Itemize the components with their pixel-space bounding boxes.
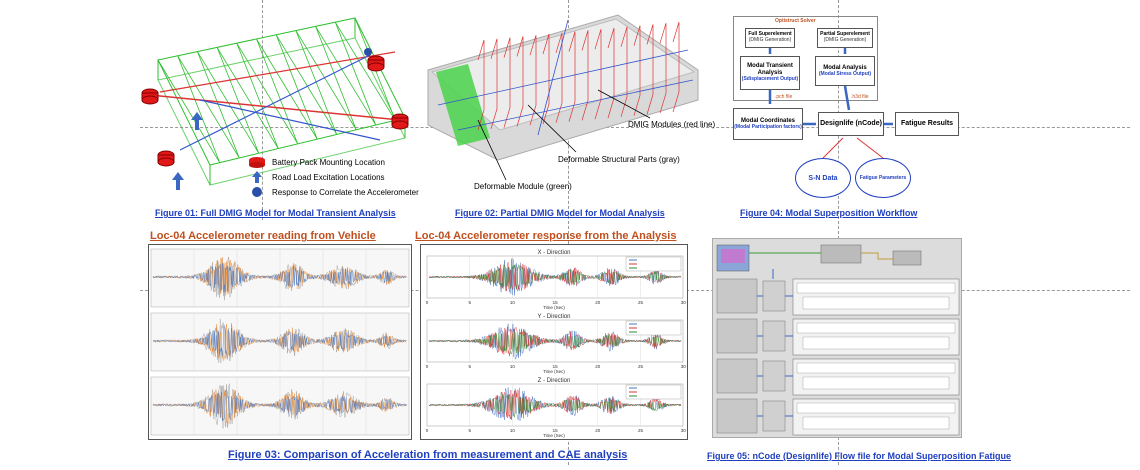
guide-line-v1 [262,0,263,220]
vehicle-plots-panel [148,244,412,440]
label-dmig-modules: DMIG Modules (red line) [628,120,716,129]
fatigue-results-box: Fatigue Results [895,112,959,136]
x-tick-label: 0 [426,428,429,433]
x-tick-label: 25 [638,428,644,433]
x-tick-label: 10 [510,428,516,433]
figure-01: Battery Pack Mounting Location Road Load… [140,0,420,225]
modal-transient-sub: (Sdisplacement Output) [741,76,799,83]
modal-coords-title: Modal Coordinates [740,117,795,124]
x-tick-label: 30 [681,428,687,433]
x-tick-label: 30 [681,300,687,305]
modal-analysis-title: Modal Analysis [823,64,867,71]
full-dmig-model-drawing [141,17,409,190]
modal-transient-box: Modal Transient Analysis (Sdisplacement … [740,56,800,90]
x-tick-label: 15 [553,364,559,369]
response-dot-icon [252,187,262,197]
figure-01-caption: Figure 01: Full DMIG Model for Modal Tra… [155,208,396,218]
x-axis-label: Time (Sec) [543,433,565,438]
x-tick-label: 25 [638,300,644,305]
optistruct-solver-label: Optistruct Solver [775,18,816,24]
modal-transient-title: Modal Transient Analysis [747,63,793,77]
guide-line-v2 [568,0,569,465]
guide-line-v3 [838,0,839,465]
designlife-label: Designlife (nCode) [820,119,882,127]
legend-label-excitation: Road Load Excitation Locations [272,173,385,182]
battery-pack-mount-icon [249,157,265,168]
x-axis-label: Time (Sec) [543,305,565,310]
fatigue-results-label: Fatigue Results [900,119,954,127]
x-tick-label: 20 [595,300,601,305]
figure-04-caption: Figure 04: Modal Superposition Workflow [740,208,918,218]
modal-coords-sub: (Modal Participation factors) [734,123,802,130]
figure-02 [418,10,708,210]
pch-file-label: .pch file [775,94,793,100]
guide-line-top [140,127,1130,128]
label-structural-parts: Deformable Structural Parts (gray) [558,155,680,164]
direction-label: Y - Direction [538,314,571,320]
vehicle-reading-title: Loc-04 Accelerometer reading from Vehicl… [150,230,376,242]
full-se-sub: (DMIG Generation) [748,37,792,43]
x-tick-label: 10 [510,300,516,305]
vehicle-accel-plots [150,248,410,436]
analysis-response-title: Loc-04 Accelerometer response from the A… [415,230,677,242]
x-tick-label: 0 [426,364,429,369]
partial-superelement-box: Partial Superelement (DMIG Generation) [817,28,873,48]
figure-05-caption: Figure 05: nCode (Designlife) Flow file … [707,451,1012,461]
sn-data-oval: S-N Data [795,158,851,198]
legend-label-mount: Battery Pack Mounting Location [272,158,385,167]
x-axis-label: Time (Sec) [543,369,565,374]
x-tick-label: 30 [681,364,687,369]
full-se-title: Full Superelement [748,31,792,38]
label-deformable-module: Deformable Module (green) [474,182,572,191]
workflow-arrows [768,48,893,159]
sn-data-label: S-N Data [808,174,838,182]
partial-se-sub: (DMIG Generation) [823,37,867,43]
x-tick-label: 20 [595,364,601,369]
fatigue-parameters-oval: Fatigue Parameters [855,158,911,198]
direction-label: X - Direction [537,250,570,256]
partial-dmig-model-drawing [427,14,699,181]
figure-05-flowfile [712,238,962,438]
x-tick-label: 5 [468,364,471,369]
figure-02-caption: Figure 02: Partial DMIG Model for Modal … [455,208,665,218]
x-tick-label: 20 [595,428,601,433]
x-tick-label: 25 [638,364,644,369]
direction-label: Z - Direction [538,378,571,384]
x-tick-label: 5 [468,428,471,433]
ncode-flow-diagram [716,244,960,436]
modal-coordinates-box: Modal Coordinates (Modal Participation f… [733,108,803,140]
x-tick-label: 15 [553,300,559,305]
x-tick-label: 15 [553,428,559,433]
optistruct-solver-frame [733,16,878,101]
figure-03-caption: Figure 03: Comparison of Acceleration fr… [228,449,628,461]
full-superelement-box: Full Superelement (DMIG Generation) [745,28,795,48]
x-tick-label: 10 [510,364,516,369]
excitation-arrow-icon [252,171,262,183]
partial-se-title: Partial Superelement [820,31,870,38]
h3d-file-label: .h3d file [851,94,869,100]
designlife-box: Designlife (nCode) [818,112,884,136]
x-tick-label: 5 [468,300,471,305]
modal-analysis-box: Modal Analysis (Modal Stress Output) [815,56,875,86]
fatigue-params-label: Fatigue Parameters [859,175,907,181]
legend-label-response: Response to Correlate the Accelerometer [272,188,419,197]
modal-analysis-sub: (Modal Stress Output) [818,70,872,77]
figure-04: Optistruct Solver Full Superelement (DMI… [715,8,975,213]
x-tick-label: 0 [426,300,429,305]
